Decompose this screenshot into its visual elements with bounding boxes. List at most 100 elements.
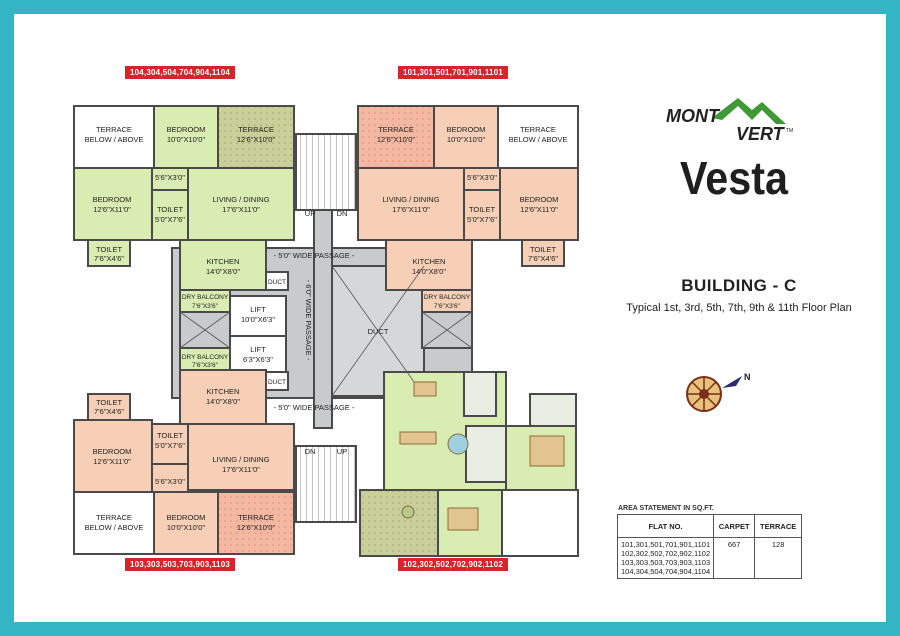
bl-bedroom-large-label: BEDROOM <box>93 447 132 456</box>
tl-toilet-a-label: TOILET <box>157 205 184 214</box>
area-header-flat: FLAT NO. <box>616 514 715 538</box>
bl-terrace-below-sub: BELOW / ABOVE <box>85 523 144 532</box>
compass-icon: N <box>686 372 751 412</box>
logo-top-text: MONT <box>666 106 721 126</box>
lift-2-label: LIFT <box>250 345 266 354</box>
tl-terrace-below-label: TERRACE <box>96 125 132 134</box>
tr-toilet-a-dim: 5'0"X7'6" <box>467 215 497 224</box>
tl-passage-dim: 5'6"X3'0" <box>155 173 185 182</box>
flat-tag-bottom-left: 103,303,503,703,903,1103 <box>125 558 236 571</box>
tl-living-dim: 17'6"X11'0" <box>222 205 260 214</box>
stair-top-up: UP <box>305 209 315 218</box>
tr-terrace-below-sub: BELOW / ABOVE <box>509 135 568 144</box>
stair-bottom-up: UP <box>337 447 347 456</box>
bl-toilet-a-dim: 5'0"X7'6" <box>155 441 185 450</box>
flat-tag-bottom-right: 102,302,502,702,902,1102 <box>398 558 509 571</box>
bl-terrace-dim: 12'6"X10'0" <box>237 523 276 532</box>
tr-duct-label: DUCT <box>268 379 286 386</box>
tr-toilet-b-dim: 7'6"X4'6" <box>528 254 558 263</box>
tr-bedroom-large-dim: 12'6"X11'0" <box>520 205 558 214</box>
tr-living-dim: 17'6"X11'0" <box>392 205 430 214</box>
lift-1-dim: 10'0"X6'3" <box>241 315 275 324</box>
bl-dry-balcony-dim: 7'6"X3'6" <box>192 362 219 369</box>
bl-terrace-below-label: TERRACE <box>96 513 132 522</box>
tl-dry-balcony-label: DRY BALCONY <box>182 294 229 301</box>
passage-bottom-label: - 5'0" WIDE PASSAGE - <box>274 403 355 412</box>
tl-duct-label: DUCT <box>268 279 286 286</box>
bl-bedroom-large-dim: 12'6"X11'0" <box>93 457 131 466</box>
tr-toilet-b-label: TOILET <box>530 245 557 254</box>
bl-living-dim: 17'6"X11'0" <box>222 465 260 474</box>
tr-dry-balcony-dim: 7'6"X3'6" <box>434 303 461 310</box>
stair-top-dn: DN <box>337 209 348 218</box>
tl-terrace-label: TERRACE <box>238 125 274 134</box>
area-header-terrace: TERRACE <box>754 514 803 538</box>
tl-living-label: LIVING / DINING <box>212 195 269 204</box>
floor-plan: TERRACE BELOW / ABOVE BEDROOM 10'0"X10'0… <box>73 105 579 557</box>
tr-toilet-a-label: TOILET <box>469 205 496 214</box>
lift-1-label: LIFT <box>250 305 266 314</box>
area-flat-row: 101,301,501,701,901,1101 <box>621 540 711 549</box>
stair-bottom-dn: DN <box>305 447 316 456</box>
compass-north-label: N <box>744 372 751 382</box>
tl-terrace-below-sub: BELOW / ABOVE <box>85 135 144 144</box>
area-statement-table: FLAT NO. CARPET TERRACE 101,301,501,701,… <box>616 514 803 579</box>
tl-toilet-b-dim: 7'6"X4'6" <box>94 254 124 263</box>
bl-living-label: LIVING / DINING <box>212 455 269 464</box>
building-subtitle: Typical 1st, 3rd, 5th, 7th, 9th & 11th F… <box>626 302 852 314</box>
tl-kitchen-label: KITCHEN <box>207 257 240 266</box>
tr-dry-balcony-label: DRY BALCONY <box>424 294 471 301</box>
bl-toilet-a-label: TOILET <box>157 431 184 440</box>
flat-tag-top-right: 101,301,501,701,901,1101 <box>398 66 509 79</box>
tr-passage-dim: 5'6"X3'0" <box>467 173 497 182</box>
tr-bedroom-dim: 10'0"X10'0" <box>447 135 486 144</box>
tr-bedroom-large-label: BEDROOM <box>520 195 559 204</box>
building-heading: BUILDING - C Typical 1st, 3rd, 5th, 7th,… <box>614 276 864 314</box>
tl-toilet-a-dim: 5'0"X7'6" <box>155 215 185 224</box>
building-title: BUILDING - C <box>681 276 797 295</box>
passage-top-label: - 5'0" WIDE PASSAGE - <box>274 251 355 260</box>
project-name: Vesta <box>680 152 788 202</box>
tr-living-label: LIVING / DINING <box>382 195 439 204</box>
bl-kitchen-dim: 14'0"X8'0" <box>206 397 240 406</box>
brand-logo: MONT VERT TM Vesta <box>660 92 810 204</box>
tl-bedroom-large-dim: 12'6"X11'0" <box>93 205 131 214</box>
area-terrace-value: 128 <box>754 537 803 579</box>
mountain-icon <box>712 98 786 124</box>
bl-bedroom-label: BEDROOM <box>167 513 206 522</box>
area-carpet-value: 667 <box>713 537 756 579</box>
tl-dry-balcony-dim: 7'6"X3'6" <box>192 303 219 310</box>
tr-kitchen-label: KITCHEN <box>413 257 446 266</box>
tl-bedroom-dim: 10'0"X10'0" <box>167 135 206 144</box>
tl-bedroom-large-label: BEDROOM <box>93 195 132 204</box>
logo-trademark: TM <box>786 128 793 134</box>
tl-bedroom-label: BEDROOM <box>167 125 206 134</box>
area-flat-row: 103,303,503,703,903,1103 <box>621 558 711 567</box>
tr-terrace-label: TERRACE <box>378 125 414 134</box>
bl-dry-balcony-label: DRY BALCONY <box>182 354 229 361</box>
area-flat-row: 104,304,504,704,904,1104 <box>621 567 711 576</box>
tl-toilet-b-label: TOILET <box>96 245 123 254</box>
area-flat-row: 102,302,502,702,902,1102 <box>621 549 711 558</box>
tr-terrace-below-label: TERRACE <box>520 125 556 134</box>
lift-2-dim: 6'3"X6'3" <box>243 355 273 364</box>
tl-kitchen-dim: 14'0"X8'0" <box>206 267 240 276</box>
bl-toilet-b-label: TOILET <box>96 398 123 407</box>
area-flat-list: 101,301,501,701,901,1101 102,302,502,702… <box>616 537 715 579</box>
bl-bedroom-dim: 10'0"X10'0" <box>167 523 206 532</box>
tr-kitchen-dim: 14'0"X8'0" <box>412 267 446 276</box>
bl-toilet-b-dim: 7'6"X4'6" <box>94 407 124 416</box>
bl-terrace-label: TERRACE <box>238 513 274 522</box>
area-header-carpet: CARPET <box>713 514 756 538</box>
bl-kitchen-label: KITCHEN <box>207 387 240 396</box>
area-statement-title: AREA STATEMENT IN SQ.FT. <box>618 505 714 512</box>
central-duct-label: DUCT <box>368 327 389 336</box>
flat-tag-top-left: 104,304,504,704,904,1104 <box>125 66 236 79</box>
page: 104,304,504,704,904,1104 101,301,501,701… <box>14 14 886 622</box>
tr-terrace-dim: 12'6"X10'0" <box>377 135 416 144</box>
bl-passage-dim: 5'6"X3'0" <box>155 477 185 486</box>
tl-terrace-dim: 12'6"X10'0" <box>237 135 276 144</box>
logo-bottom-text: VERT <box>736 124 786 144</box>
passage-vertical-label: - 6'0" WIDE PASSAGE - <box>304 280 313 361</box>
tr-bedroom-label: BEDROOM <box>447 125 486 134</box>
